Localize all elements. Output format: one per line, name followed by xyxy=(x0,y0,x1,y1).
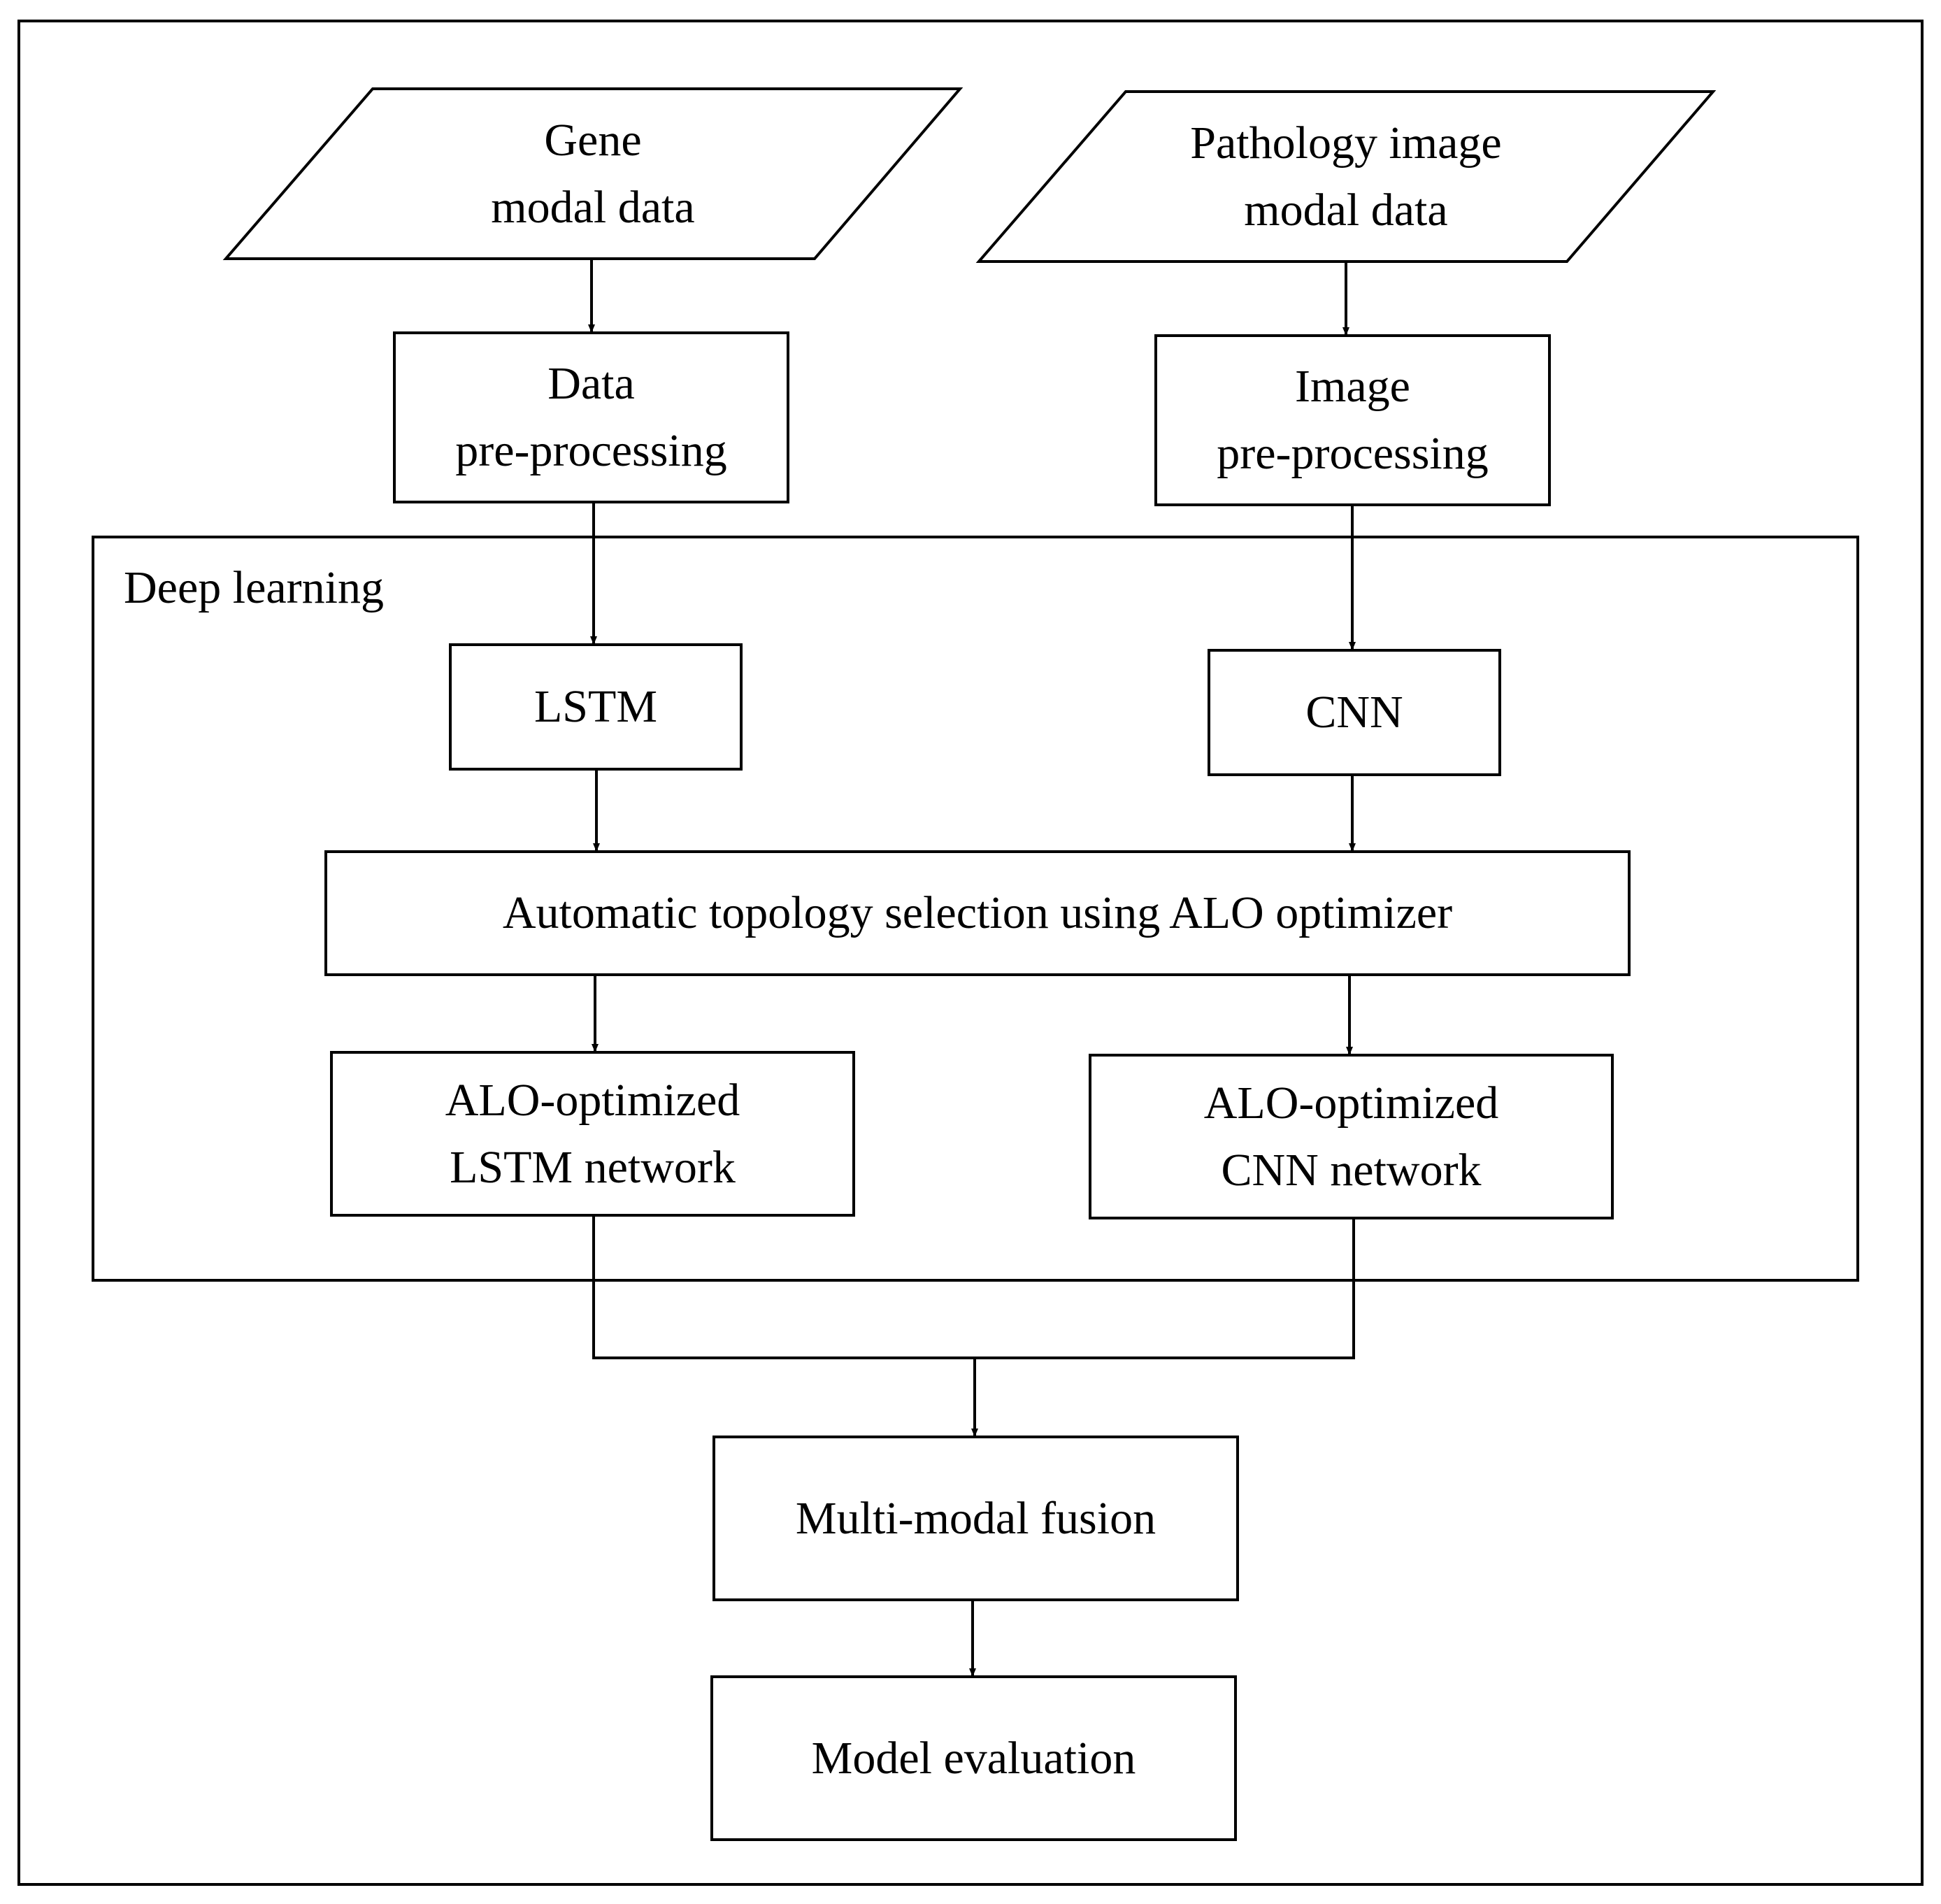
evaluation-label: Model evaluation xyxy=(712,1677,1235,1840)
lstm-text: LSTM xyxy=(533,681,658,733)
deep-learning-group-box xyxy=(92,536,1859,1282)
gene-input-line2: modal data xyxy=(491,181,695,233)
cnn-label: CNN xyxy=(1209,650,1500,775)
alo-cnn-label: ALO-optimized CNN network xyxy=(1090,1055,1612,1218)
data-preprocessing-line1: Data xyxy=(547,358,635,410)
pathology-input-shape xyxy=(975,90,1717,263)
lstm-label: LSTM xyxy=(450,645,741,769)
topology-selection-label: Automatic topology selection using ALO o… xyxy=(326,852,1629,975)
alo-lstm-line1: ALO-optimized xyxy=(445,1074,740,1126)
cnn-box xyxy=(1208,649,1501,776)
alo-lstm-label: ALO-optimized LSTM network xyxy=(331,1052,854,1215)
fusion-text: Multi-modal fusion xyxy=(795,1492,1156,1544)
merge-connector xyxy=(592,1215,1355,1359)
data-preprocessing-line2: pre-processing xyxy=(455,425,727,476)
gene-input-shape xyxy=(222,87,964,260)
image-preprocessing-line1: Image xyxy=(1295,361,1410,413)
outer-frame xyxy=(17,20,1924,1886)
alo-lstm-line2: LSTM network xyxy=(450,1141,736,1193)
topology-selection-text: Automatic topology selection using ALO o… xyxy=(502,887,1453,939)
image-preprocessing-label: Image pre-processing xyxy=(1156,336,1549,505)
data-preprocessing-label: Data pre-processing xyxy=(394,333,788,502)
topology-selection-box xyxy=(324,850,1631,976)
pathology-input-line1: Pathology image xyxy=(1190,117,1502,169)
pathology-input-label: Pathology image modal data xyxy=(979,92,1713,262)
cnn-text: CNN xyxy=(1305,687,1403,738)
evaluation-text: Model evaluation xyxy=(811,1732,1136,1784)
alo-cnn-line2: CNN network xyxy=(1221,1144,1482,1196)
alo-cnn-line1: ALO-optimized xyxy=(1203,1077,1499,1129)
gene-input-line1: Gene xyxy=(544,114,642,166)
image-preprocessing-line2: pre-processing xyxy=(1217,428,1489,479)
gene-input-label: Gene modal data xyxy=(226,89,960,259)
alo-cnn-box xyxy=(1089,1054,1614,1219)
fusion-label: Multi-modal fusion xyxy=(714,1437,1238,1600)
deep-learning-group-label: Deep learning xyxy=(124,562,384,613)
pathology-input-line2: modal data xyxy=(1244,184,1448,236)
